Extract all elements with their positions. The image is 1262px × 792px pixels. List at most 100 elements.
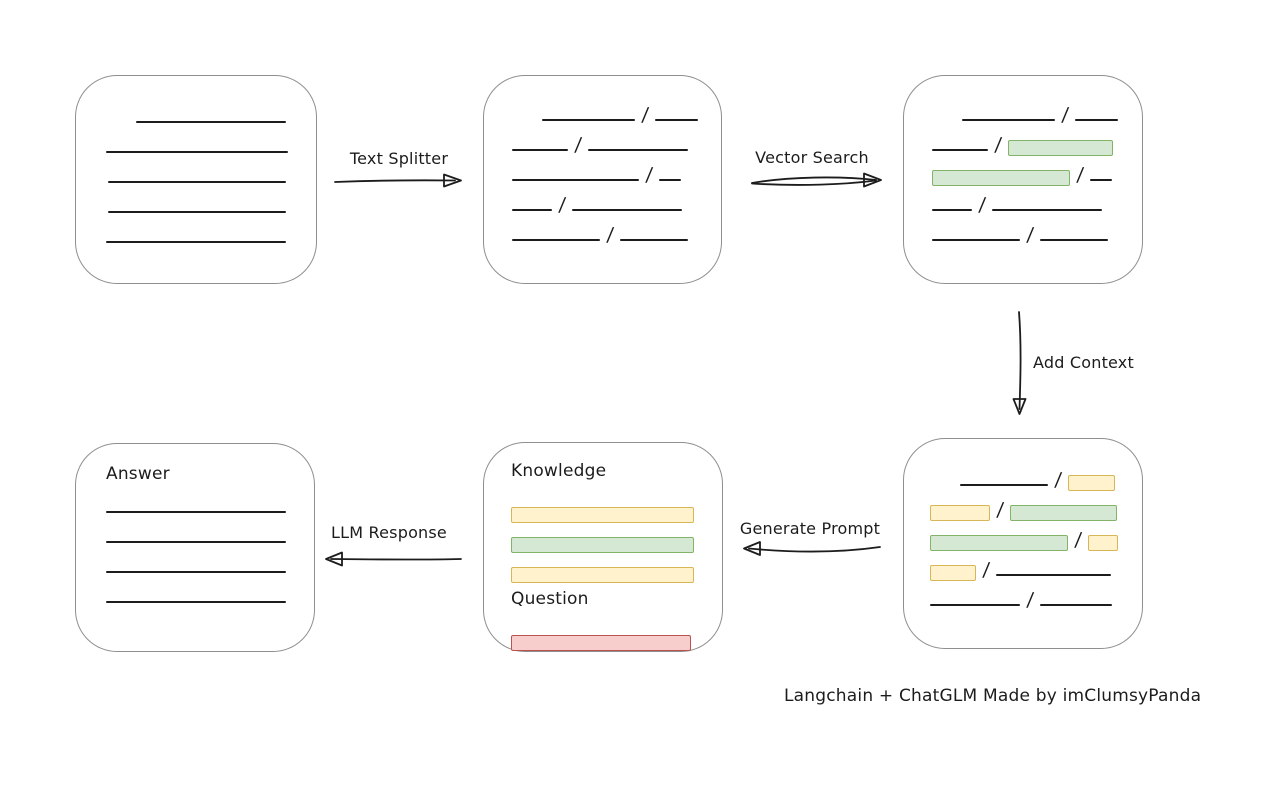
text-row <box>136 98 316 128</box>
text-line <box>932 239 1020 241</box>
text-line <box>106 541 286 543</box>
prompt-box: Knowledge Question <box>483 442 723 652</box>
text-row: / <box>930 521 1142 551</box>
green-highlight-bar <box>1008 140 1114 156</box>
separator-slash: / <box>1025 224 1035 246</box>
text-line <box>512 179 639 181</box>
text-row <box>511 523 722 553</box>
text-line <box>572 209 683 211</box>
separator-slash: / <box>1073 529 1083 551</box>
text-row: / <box>932 126 1142 156</box>
llm-response-label: LLM Response <box>331 523 447 542</box>
separator-slash: / <box>557 194 567 216</box>
text-line <box>655 119 699 121</box>
text-line <box>106 601 286 603</box>
add-context-label: Add Context <box>1033 353 1134 372</box>
llm-response-arrow <box>325 551 462 567</box>
text-splitter-label: Text Splitter <box>349 149 449 168</box>
text-row: / <box>932 156 1142 186</box>
text-row: / <box>932 186 1142 216</box>
source-document-box <box>75 75 317 284</box>
green-highlight-bar <box>511 537 694 553</box>
answer-box: Answer <box>75 443 315 652</box>
separator-slash: / <box>1025 589 1035 611</box>
green-highlight-bar <box>930 535 1068 551</box>
text-line <box>136 121 286 123</box>
document-text-lines <box>106 98 316 248</box>
add-context-arrow <box>1012 311 1027 415</box>
text-splitter-arrow <box>334 173 462 188</box>
text-row <box>511 553 722 583</box>
answer-text-lines <box>106 488 314 608</box>
text-line <box>106 151 288 153</box>
text-line <box>932 209 972 211</box>
generate-prompt-label: Generate Prompt <box>739 519 881 538</box>
text-line <box>659 179 682 181</box>
text-row: / <box>930 581 1142 611</box>
text-line <box>1090 179 1113 181</box>
text-row <box>106 578 314 608</box>
knowledge-bars <box>511 493 722 583</box>
text-line <box>1040 604 1113 606</box>
text-line <box>512 209 552 211</box>
text-row: / <box>512 216 721 246</box>
split-chunk-lines: ///// <box>512 96 721 246</box>
credit-text: Langchain + ChatGLM Made by imClumsyPand… <box>784 686 1202 706</box>
text-row: / <box>512 126 721 156</box>
text-row <box>106 218 316 248</box>
text-line <box>106 511 286 513</box>
text-line <box>106 571 286 573</box>
text-row <box>108 158 316 188</box>
text-line <box>542 119 635 121</box>
context-added-chunks-box: / / / / / <box>903 438 1143 649</box>
text-row: / <box>930 551 1142 581</box>
yellow-highlight-bar <box>1068 475 1116 491</box>
text-row <box>106 548 314 578</box>
text-line <box>996 574 1112 576</box>
text-row <box>511 493 722 523</box>
text-line <box>106 241 286 243</box>
text-line <box>620 239 689 241</box>
answer-label: Answer <box>106 464 170 484</box>
separator-slash: / <box>995 499 1005 521</box>
text-row: / <box>930 491 1142 521</box>
split-chunks-box: ///// <box>483 75 722 284</box>
yellow-highlight-bar <box>511 507 694 523</box>
text-line <box>960 484 1048 486</box>
text-line <box>588 149 689 151</box>
separator-slash: / <box>977 194 987 216</box>
separator-slash: / <box>981 559 991 581</box>
separator-slash: / <box>1075 164 1085 186</box>
text-row: / <box>512 186 721 216</box>
yellow-highlight-bar <box>930 505 990 521</box>
text-line <box>512 149 568 151</box>
knowledge-label: Knowledge <box>511 461 607 481</box>
text-line <box>932 149 988 151</box>
text-line <box>108 211 286 213</box>
separator-slash: / <box>1053 469 1063 491</box>
question-bar <box>511 621 722 651</box>
matched-chunk-lines: ///// <box>932 96 1142 246</box>
separator-slash: / <box>1060 104 1070 126</box>
text-line <box>962 119 1055 121</box>
text-line <box>992 209 1103 211</box>
text-row: / <box>962 96 1142 126</box>
text-line <box>108 181 286 183</box>
yellow-highlight-bar <box>511 567 694 583</box>
text-row <box>511 621 722 651</box>
text-row <box>106 518 314 548</box>
context-chunk-lines: / / / / / <box>930 461 1142 611</box>
separator-slash: / <box>605 224 615 246</box>
text-row: / <box>932 216 1142 246</box>
text-line <box>512 239 600 241</box>
separator-slash: / <box>644 164 654 186</box>
text-row: / <box>960 461 1142 491</box>
text-row <box>108 188 316 218</box>
text-line <box>1040 239 1109 241</box>
yellow-highlight-bar <box>930 565 976 581</box>
separator-slash: / <box>640 104 650 126</box>
text-line <box>1075 119 1119 121</box>
red-highlight-bar <box>511 635 691 651</box>
green-highlight-bar <box>1010 505 1118 521</box>
